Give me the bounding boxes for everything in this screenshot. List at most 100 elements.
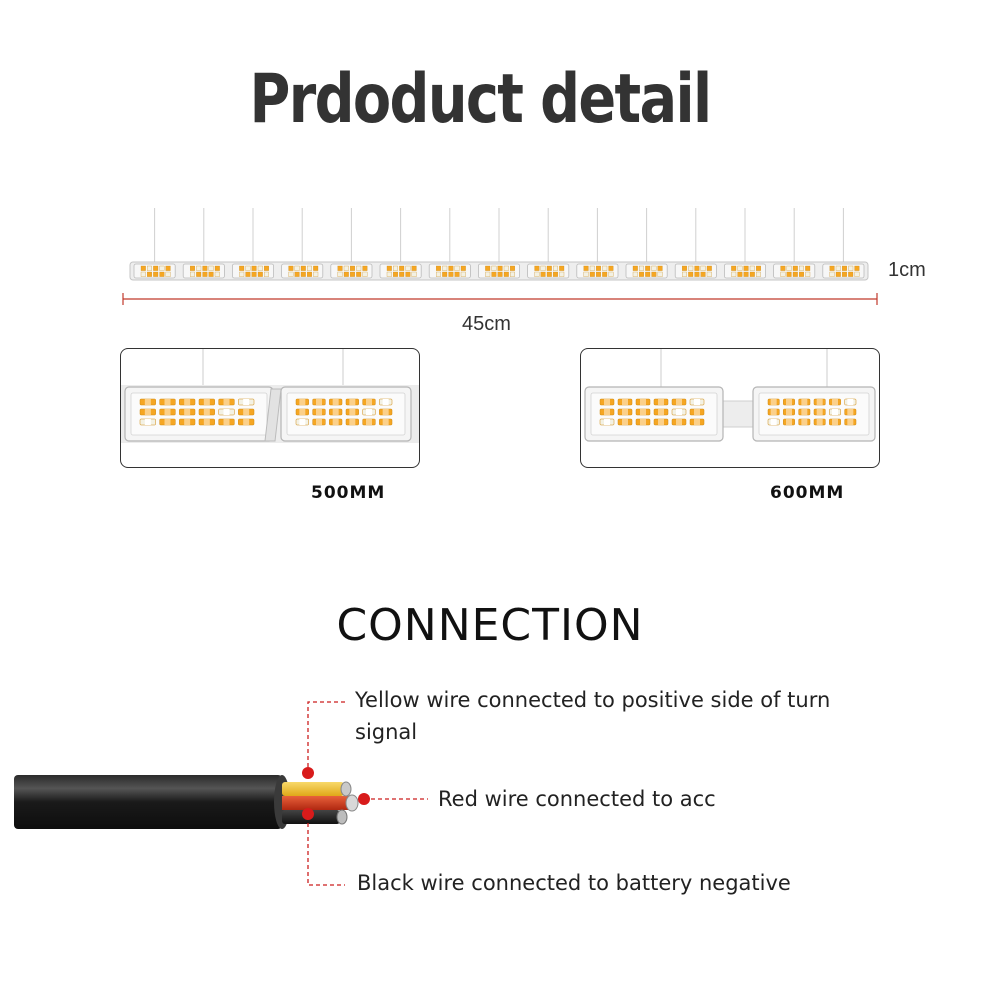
led-chip: [842, 265, 847, 271]
led-chip-core: [832, 399, 838, 405]
led-chip: [208, 265, 214, 271]
led-chip: [165, 271, 171, 277]
led-chip-core: [366, 409, 372, 415]
led-chip: [337, 265, 343, 271]
led-chip: [848, 265, 854, 271]
led-chip-core: [316, 399, 322, 405]
led-chip-core: [640, 419, 646, 425]
connection-title: CONNECTION: [336, 600, 644, 651]
led-chip: [589, 271, 595, 277]
led-chip: [300, 271, 306, 277]
led-chip-core: [184, 409, 191, 415]
led-chip: [583, 271, 589, 277]
led-chip: [706, 271, 712, 277]
led-chip: [731, 265, 737, 271]
yellow-leader-line: [307, 701, 345, 773]
led-chip-core: [299, 399, 306, 405]
led-chip-core: [770, 399, 777, 405]
cable-wiring-diagram: [14, 701, 428, 886]
led-chip-core: [832, 419, 838, 425]
led-chip-core: [658, 399, 664, 405]
led-chip-core: [694, 399, 700, 405]
led-chip: [645, 265, 651, 271]
led-chip: [737, 265, 743, 271]
led-chip: [294, 271, 300, 277]
detail-600mm-image: [584, 349, 876, 442]
led-chip: [510, 265, 515, 271]
led-chip-core: [622, 399, 628, 405]
led-strip-diagram: [122, 208, 878, 305]
black-wire-marker: [302, 808, 314, 820]
led-chip: [583, 265, 589, 271]
led-chip: [343, 271, 349, 277]
red-wire-label: Red wire connected to acc: [438, 787, 716, 811]
led-chip-core: [847, 409, 854, 415]
led-chip: [448, 265, 454, 271]
led-chip: [497, 271, 503, 277]
led-chip: [190, 265, 195, 271]
led-chip: [688, 271, 694, 277]
yellow-wire-label: Yellow wire connected to positive side o…: [355, 684, 830, 748]
led-chip-core: [770, 419, 777, 425]
led-chip: [307, 271, 312, 277]
led-chip: [288, 265, 294, 271]
led-chip: [448, 271, 454, 277]
led-chip: [829, 271, 835, 277]
led-chip: [546, 271, 552, 277]
led-chip: [313, 265, 319, 271]
led-chip: [651, 265, 657, 271]
led-chip: [362, 265, 368, 271]
led-chip-core: [622, 409, 628, 415]
led-chip: [756, 271, 761, 277]
led-chip: [245, 271, 251, 277]
led-chip: [202, 271, 208, 277]
led-chip: [257, 265, 263, 271]
led-chip-core: [243, 419, 250, 425]
led-chip: [700, 265, 706, 271]
led-chip: [436, 271, 441, 277]
led-chip: [454, 265, 460, 271]
led-chip: [632, 265, 638, 271]
led-chip-core: [332, 399, 339, 405]
led-chip: [393, 271, 398, 277]
led-chip-core: [832, 409, 838, 415]
led-chip: [553, 271, 558, 277]
led-chip: [786, 265, 792, 271]
led-chip: [786, 271, 792, 277]
led-chip: [239, 271, 245, 277]
detail-600mm-label: 600MM: [770, 483, 845, 503]
led-chip-core: [694, 409, 700, 415]
led-chip: [842, 271, 847, 277]
led-chip: [153, 271, 159, 277]
led-chip: [743, 271, 749, 277]
led-chip: [343, 265, 349, 271]
led-chip-core: [640, 399, 646, 405]
led-chip-core: [243, 399, 250, 405]
led-chip-core: [640, 409, 646, 415]
yellow-wire-label-line1: Yellow wire connected to positive side o…: [355, 688, 831, 712]
led-chip-core: [243, 409, 250, 415]
led-chip: [460, 265, 466, 271]
led-chip: [780, 265, 786, 271]
led-chip-core: [349, 409, 356, 415]
led-chip-core: [786, 399, 792, 405]
led-chip-core: [816, 409, 823, 415]
led-chip: [737, 271, 743, 277]
led-chip: [589, 265, 595, 271]
led-chip: [682, 271, 687, 277]
led-chip: [596, 271, 601, 277]
led-chip: [386, 265, 392, 271]
led-chip: [534, 265, 540, 271]
led-chip-core: [801, 419, 808, 425]
led-chip: [214, 265, 220, 271]
page-title: Prdoduct detail: [249, 60, 713, 139]
led-chip-core: [316, 409, 322, 415]
led-chip: [442, 271, 448, 277]
led-chip: [540, 265, 546, 271]
led-chip: [835, 271, 841, 277]
led-chip: [313, 271, 319, 277]
led-chip: [399, 271, 405, 277]
black-wire-label: Black wire connected to battery negative: [357, 871, 791, 895]
led-chip: [393, 265, 398, 271]
led-chip: [307, 265, 312, 271]
